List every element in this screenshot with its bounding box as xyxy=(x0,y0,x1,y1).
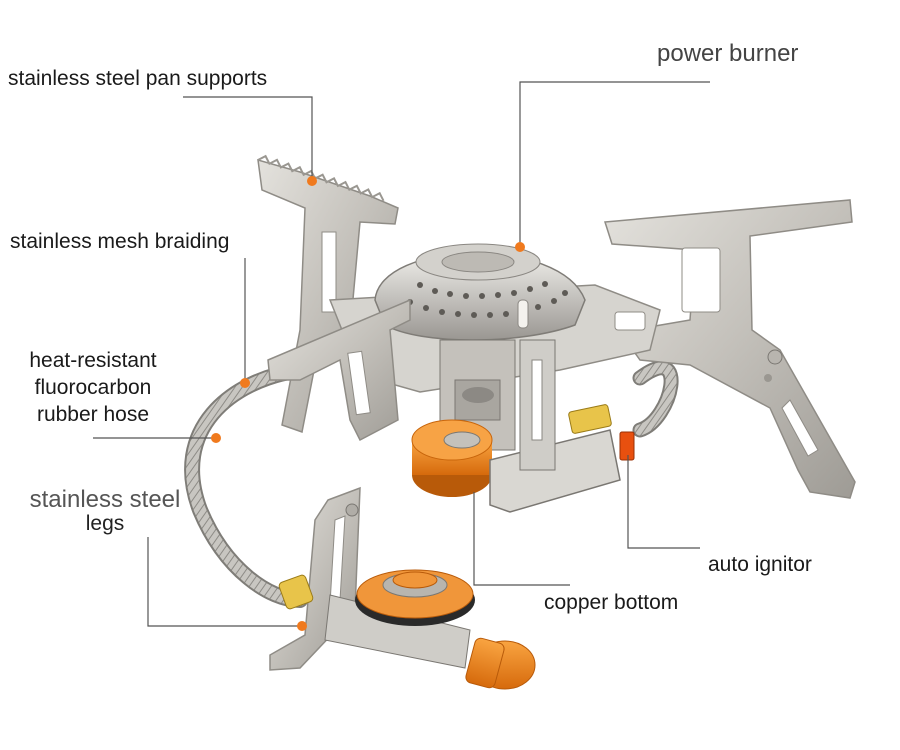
dot-legs xyxy=(297,621,307,631)
label-mesh-braiding: stainless mesh braiding xyxy=(10,230,230,253)
callout-dots xyxy=(211,176,525,631)
leader-auto-ignitor xyxy=(627,455,700,549)
leader-pan-supports xyxy=(183,96,313,180)
label-legs-line-2: legs xyxy=(85,512,125,535)
dot-power-burner xyxy=(515,242,525,252)
label-copper-bottom: copper bottom xyxy=(544,591,679,614)
leader-legs xyxy=(147,537,302,627)
dot-mesh-braiding xyxy=(240,378,250,388)
label-pan-supports: stainless steel pan supports xyxy=(8,67,268,90)
label-auto-ignitor: auto ignitor xyxy=(708,553,812,576)
label-legs: stainless steel legs xyxy=(20,488,190,536)
label-hose-line-3: rubber hose xyxy=(36,403,150,426)
pan-support-right xyxy=(604,199,856,499)
label-hose: heat-resistant fluorocarbon rubber hose xyxy=(18,347,168,428)
label-hose-line-2: fluorocarbon xyxy=(34,376,152,399)
leader-copper-bottom xyxy=(473,492,570,586)
pan-support-left xyxy=(257,154,399,433)
dot-pan-supports xyxy=(307,176,317,186)
leader-power-burner xyxy=(519,81,710,246)
dot-hose xyxy=(211,433,221,443)
power-burner xyxy=(374,243,586,341)
label-legs-line-1: stainless steel xyxy=(29,486,181,513)
label-power-burner: power burner xyxy=(657,40,799,67)
copper-bottom xyxy=(411,419,493,497)
pan-support-front xyxy=(267,298,411,442)
auto-ignitor xyxy=(489,339,635,513)
gas-valve xyxy=(278,569,536,690)
leader-lines xyxy=(93,81,710,627)
label-hose-line-1: heat-resistant xyxy=(29,349,157,372)
